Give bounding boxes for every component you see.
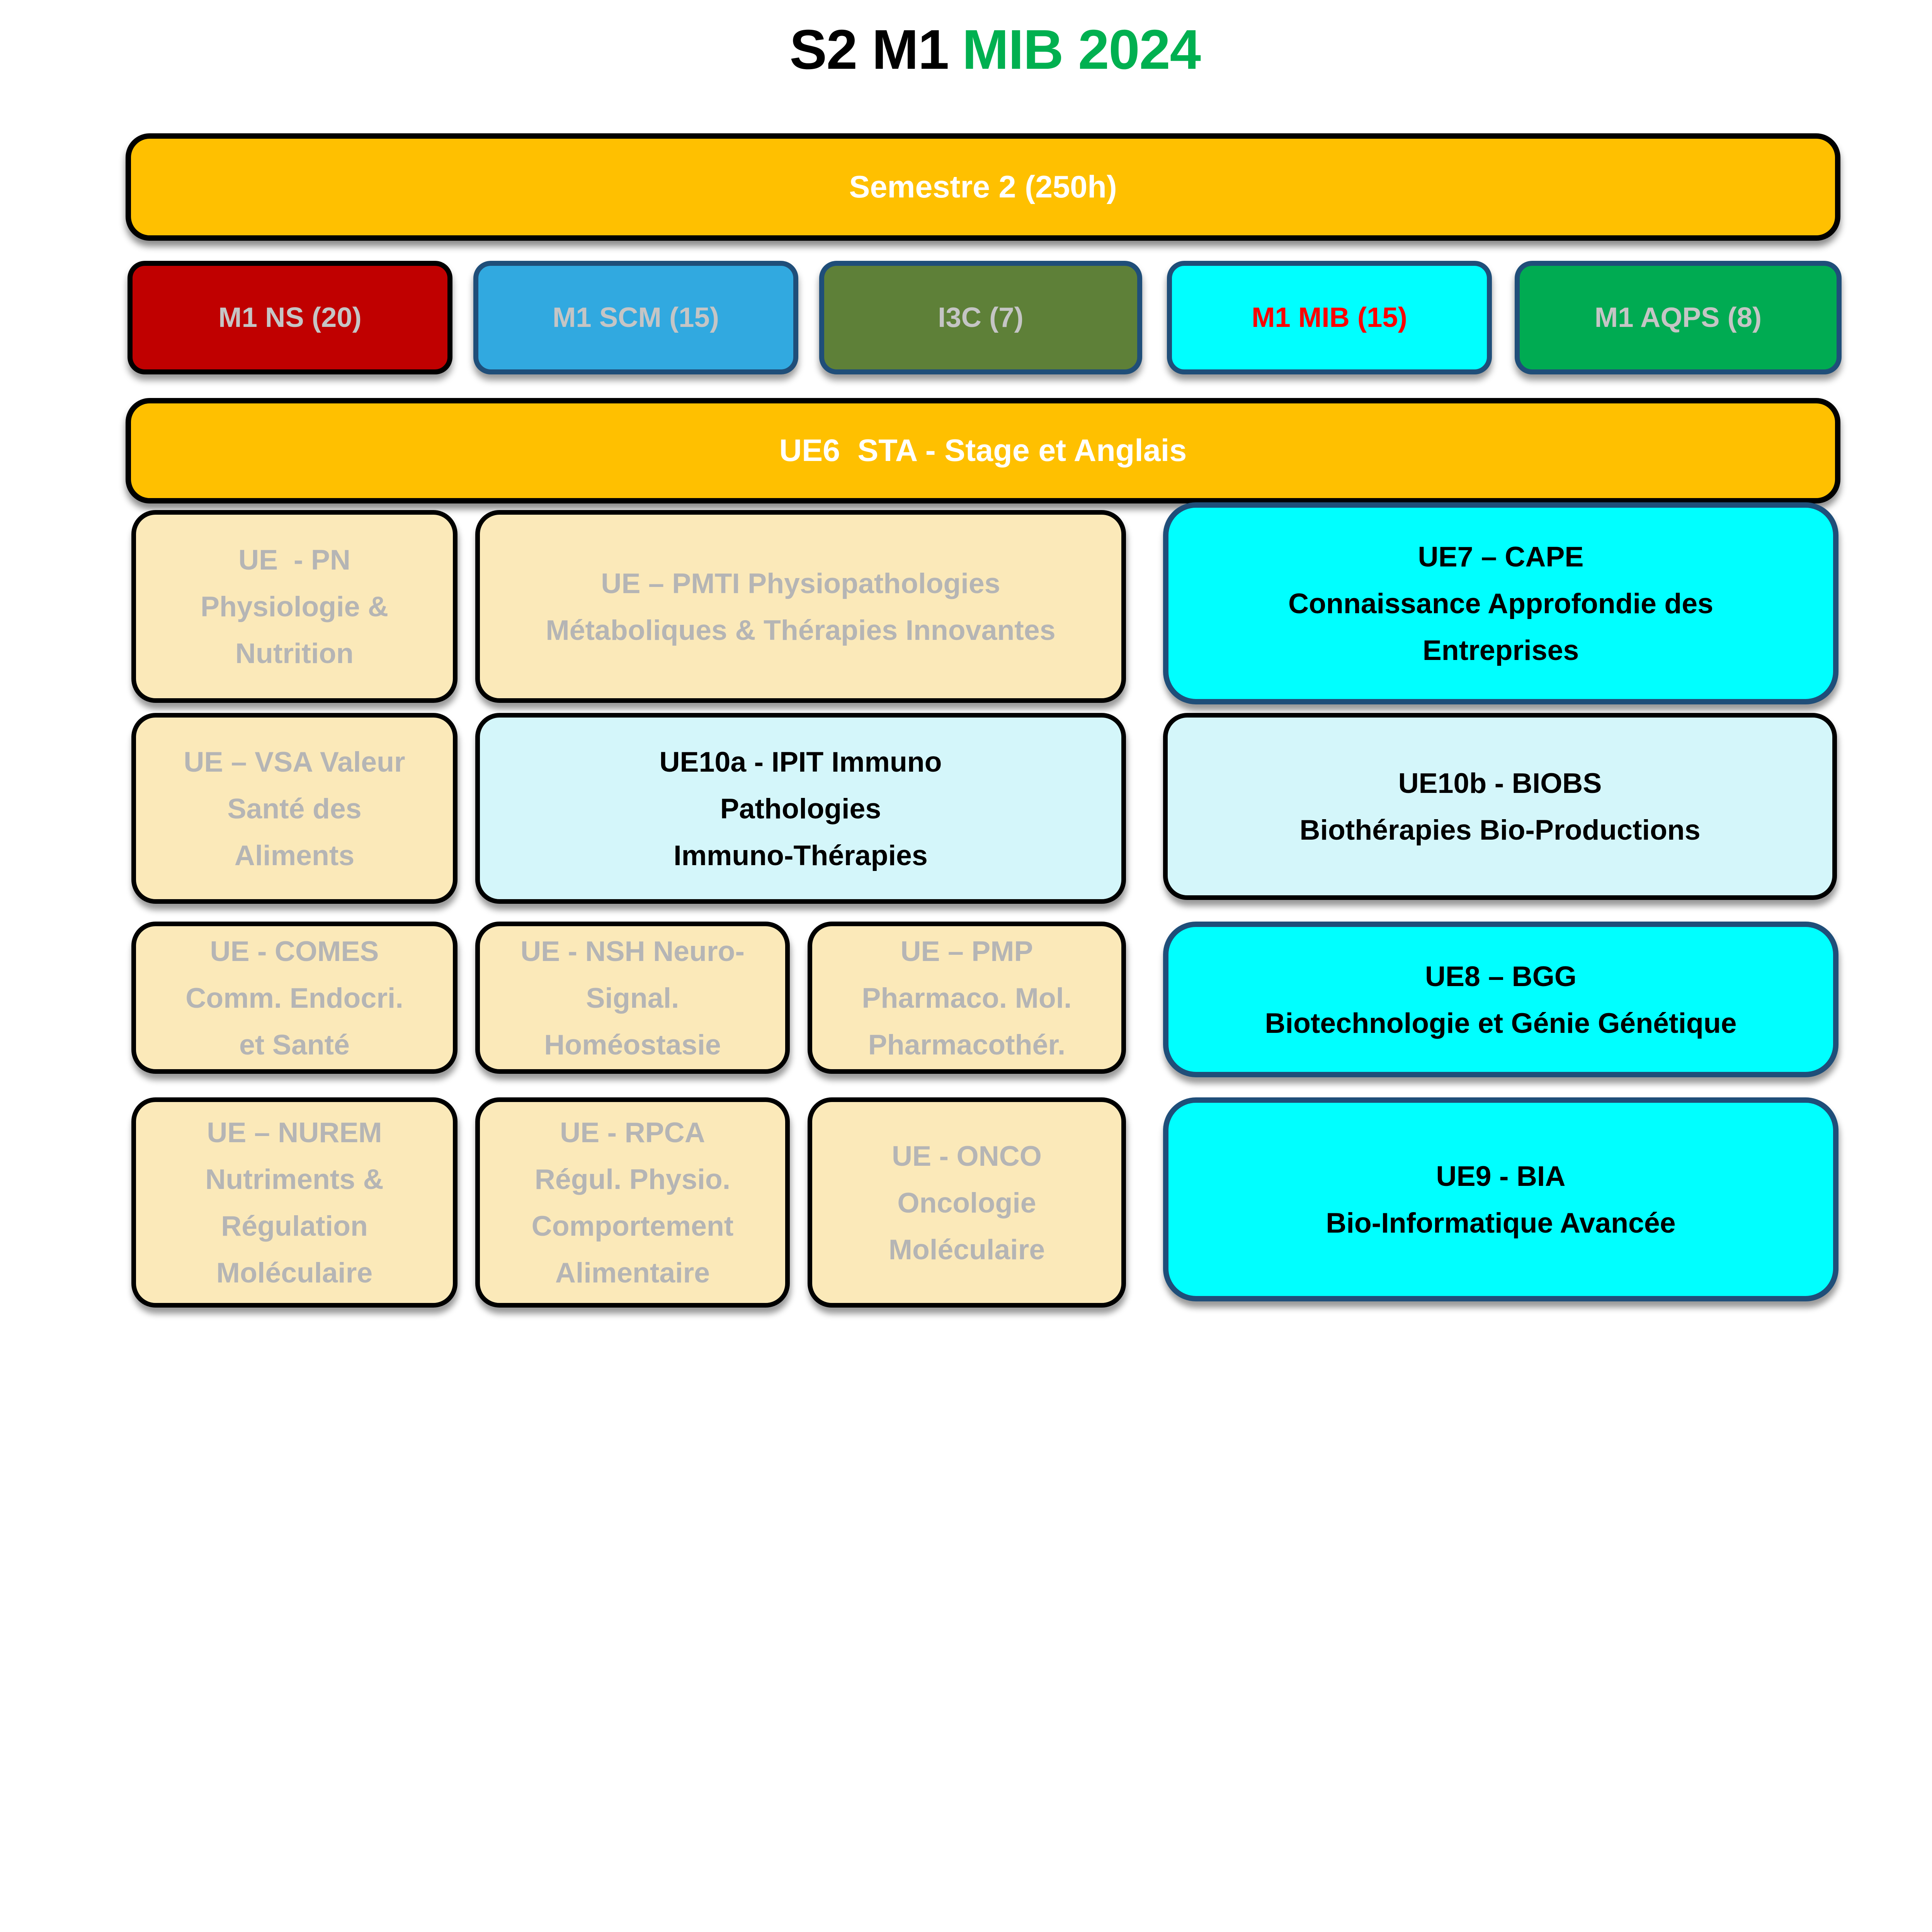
ue-box-line: et Santé [239, 1028, 350, 1061]
ue-box-pmp: UE – PMP Pharmaco. Mol. Pharmacothér. [808, 922, 1126, 1074]
semester-banner: Semestre 2 (250h) [126, 133, 1840, 241]
ue-box-line: Immuno-Thérapies [673, 839, 928, 871]
ue-box-ue8-bgg: UE8 – BGG Biotechnologie et Génie Généti… [1163, 922, 1838, 1077]
ue-box-nsh: UE - NSH Neuro- Signal. Homéostasie [475, 922, 790, 1074]
ue6-sta-banner-label: UE6 STA - Stage et Anglais [779, 433, 1187, 468]
ue-box-line: Pathologies [720, 792, 881, 825]
ue-box-line: Régul. Physio. [534, 1163, 731, 1195]
program-badge-m1-ns: M1 NS (20) [128, 261, 452, 374]
ue-box-ue7-cape: UE7 – CAPE Connaissance Approfondie des … [1163, 502, 1838, 704]
ue-box-line: Signal. [586, 981, 679, 1014]
program-badge-m1-mib: M1 MIB (15) [1167, 261, 1492, 374]
program-badge-i3c: I3C (7) [819, 261, 1142, 374]
ue-box-line: Oncologie [897, 1186, 1036, 1219]
ue-box-pn: UE - PN Physiologie & Nutrition [131, 510, 457, 703]
ue-box-line: Moléculaire [216, 1257, 373, 1289]
ue-box-line: UE - ONCO [892, 1139, 1042, 1172]
ue-box-line: UE - PN [238, 544, 350, 576]
ue-box-line: UE – VSA Valeur [184, 745, 405, 778]
ue-box-line: UE – PMTI Physiopathologies [601, 567, 1000, 599]
ue-box-line: Métaboliques & Thérapies Innovantes [546, 614, 1056, 646]
ue-box-ue10b-biobs: UE10b - BIOBS Biothérapies Bio-Productio… [1163, 713, 1837, 900]
ue-box-comes: UE - COMES Comm. Endocri. et Santé [131, 922, 457, 1074]
ue-box-line: UE - NSH Neuro- [520, 935, 745, 967]
ue-box-line: Comportement [531, 1210, 734, 1242]
ue-box-line: Connaissance Approfondie des [1288, 587, 1713, 619]
program-badge-label: I3C (7) [938, 302, 1024, 333]
program-badge-label: M1 SCM (15) [552, 302, 719, 333]
ue-box-pmti: UE – PMTI Physiopathologies Métaboliques… [475, 510, 1126, 703]
ue-box-line: Entreprises [1422, 634, 1579, 666]
semester-banner-label: Semestre 2 (250h) [849, 169, 1117, 204]
ue-box-rpca: UE - RPCA Régul. Physio. Comportement Al… [475, 1097, 790, 1308]
ue-box-line: UE – NUREM [207, 1116, 382, 1148]
ue-box-line: UE – PMP [900, 935, 1033, 967]
ue6-sta-banner: UE6 STA - Stage et Anglais [126, 398, 1840, 503]
ue-box-onco: UE - ONCO Oncologie Moléculaire [808, 1097, 1126, 1308]
ue-box-line: Régulation [221, 1210, 368, 1242]
ue-box-ue9-bia: UE9 - BIA Bio-Informatique Avancée [1163, 1097, 1838, 1301]
ue-box-line: Moléculaire [888, 1233, 1045, 1265]
title-text: S2 M1 [789, 18, 949, 81]
ue-box-line: Bio-Informatique Avancée [1326, 1207, 1676, 1239]
ue-box-line: UE8 – BGG [1425, 960, 1577, 992]
program-badge-m1-aqps: M1 AQPS (8) [1515, 261, 1842, 374]
ue-box-vsa: UE – VSA Valeur Santé des Aliments [131, 713, 457, 904]
ue-box-line: Biotechnologie et Génie Génétique [1265, 1007, 1737, 1039]
ue-box-line: Alimentaire [555, 1257, 710, 1289]
program-badge-label: M1 NS (20) [218, 302, 362, 333]
title-highlight: MIB 2024 [962, 18, 1201, 81]
ue-box-line: UE - RPCA [560, 1116, 705, 1148]
ue-box-line: Pharmacothér. [868, 1028, 1066, 1061]
ue-box-line: UE7 – CAPE [1418, 541, 1584, 573]
ue-box-line: Biothérapies Bio-Productions [1299, 814, 1701, 846]
ue-box-nurem: UE – NUREM Nutriments & Régulation Moléc… [131, 1097, 457, 1308]
ue-box-line: Santé des [227, 792, 362, 825]
ue-box-line: UE10b - BIOBS [1398, 767, 1602, 799]
program-badge-label: M1 MIB (15) [1252, 302, 1407, 333]
ue-box-ue10a-ipit: UE10a - IPIT Immuno Pathologies Immuno-T… [475, 713, 1126, 904]
ue-box-line: UE10a - IPIT Immuno [659, 745, 942, 778]
ue-box-line: Pharmaco. Mol. [862, 981, 1072, 1014]
ue-box-line: Homéostasie [544, 1028, 721, 1061]
ue-box-line: Physiologie & [200, 590, 388, 622]
program-badge-m1-scm: M1 SCM (15) [473, 261, 798, 374]
ue-box-line: Aliments [234, 839, 355, 871]
ue-box-line: Nutrition [235, 637, 354, 669]
ue-box-line: UE - COMES [210, 935, 379, 967]
ue-box-line: Nutriments & [205, 1163, 384, 1195]
program-badge-label: M1 AQPS (8) [1594, 302, 1762, 333]
ue-box-line: Comm. Endocri. [185, 981, 403, 1014]
ue-box-line: UE9 - BIA [1436, 1160, 1566, 1192]
